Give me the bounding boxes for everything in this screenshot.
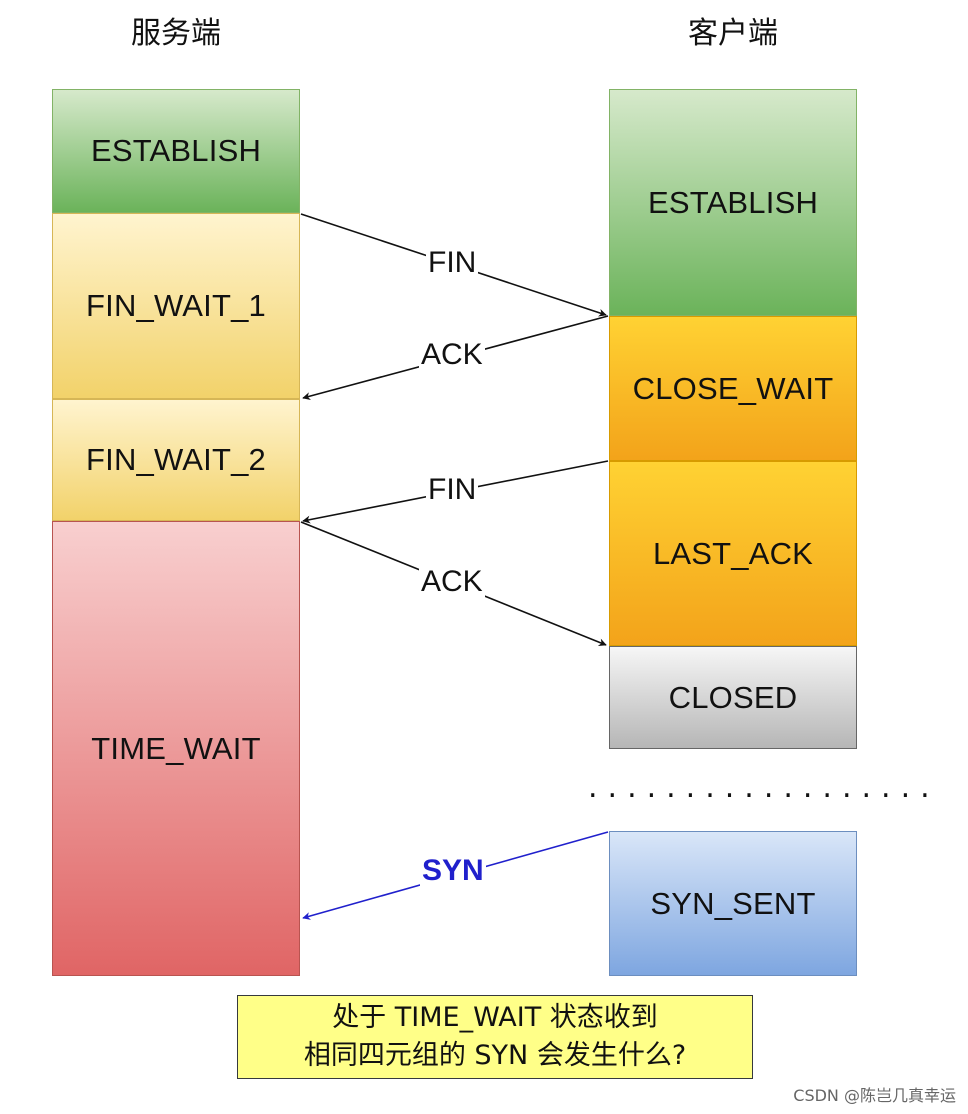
client-state-syn-sent: SYN_SENT [609,831,857,976]
client-column-title: 客户端 [688,16,778,51]
server-column-title: 服务端 [131,16,221,51]
ack-label-2: ACK [419,565,485,599]
client-state-establish: ESTABLISH [609,89,857,316]
fin-label-2: FIN [426,473,479,507]
server-state-time-wait: TIME_WAIT [52,521,300,976]
client-state-last-ack: LAST_ACK [609,461,857,646]
syn-label: SYN [420,854,486,888]
csdn-watermark: CSDN @陈岂几真幸运 [793,1086,956,1105]
question-line-1: 处于 TIME_WAIT 状态收到 [332,1002,658,1033]
question-line-2: 相同四元组的 SYN 会发生什么? [303,1040,687,1071]
ellipsis-separator: .................. [588,770,940,805]
server-state-fin-wait-1: FIN_WAIT_1 [52,213,300,399]
server-state-establish: ESTABLISH [52,89,300,213]
ack-label-1: ACK [419,338,485,372]
client-state-closed: CLOSED [609,646,857,749]
fin-label-1: FIN [426,246,479,280]
server-state-fin-wait-2: FIN_WAIT_2 [52,399,300,521]
client-state-close-wait: CLOSE_WAIT [609,316,857,461]
question-box: 处于 TIME_WAIT 状态收到 相同四元组的 SYN 会发生什么? [237,995,753,1079]
